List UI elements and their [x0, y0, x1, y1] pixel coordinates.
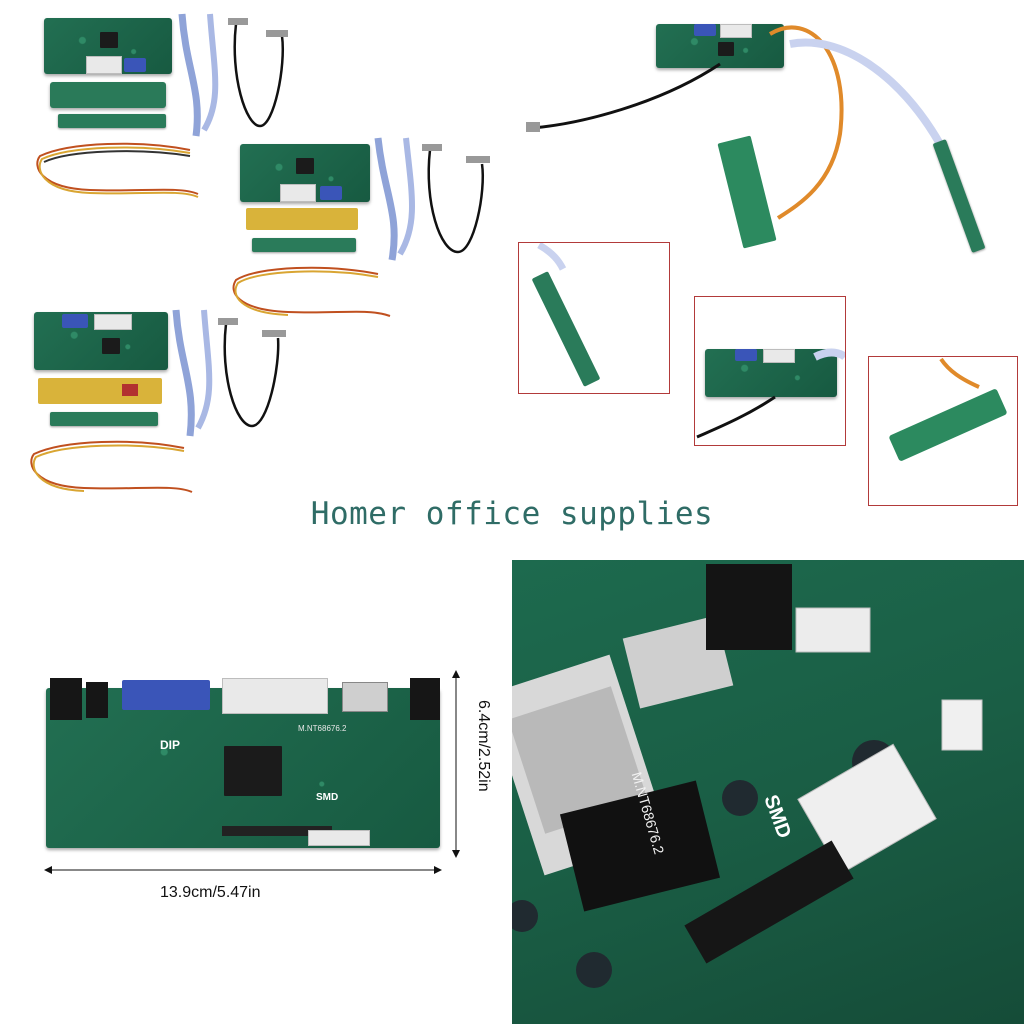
- width-dimension-line: [44, 866, 442, 874]
- main-chip: [296, 158, 314, 174]
- main-chip: [100, 32, 118, 48]
- board-closeup: M.NT68676.2 SMD: [512, 560, 1024, 1024]
- ribbon-cables: [374, 137, 415, 261]
- dvi-port: [222, 678, 328, 714]
- vga-port: [735, 349, 757, 361]
- keypad-board: [50, 412, 158, 426]
- power-cable: [36, 142, 199, 198]
- keypad-board: [252, 238, 356, 252]
- inverter-board: [246, 208, 358, 230]
- controller-board: [240, 144, 370, 202]
- vga-port: [62, 314, 88, 328]
- vga-port: [122, 680, 210, 710]
- dvi-port: [280, 184, 316, 202]
- main-chip: [224, 746, 282, 796]
- height-label: 6.4cm/2.52in: [475, 700, 492, 792]
- controller-board: DIP M.NT68676.2 SMD: [46, 678, 440, 848]
- audio-jack: [50, 678, 82, 720]
- smd-label: SMD: [316, 792, 339, 803]
- controller-board: [34, 312, 168, 370]
- inverter-board: [50, 82, 166, 108]
- detail-inverter: [868, 356, 1018, 506]
- dvi-port: [720, 24, 752, 38]
- ribbon-cables: [178, 13, 219, 137]
- power-jack: [410, 678, 440, 720]
- cables: [526, 25, 944, 220]
- dvi-port: [86, 56, 122, 74]
- lvds-cable: [228, 18, 288, 128]
- lvds-cable: [218, 318, 286, 428]
- detail-controller: [694, 296, 846, 446]
- vga-port: [320, 186, 342, 200]
- dip-label: DIP: [160, 738, 181, 752]
- vga-port: [124, 58, 146, 72]
- hdmi-port: [342, 682, 388, 712]
- detail-keypad: [518, 242, 670, 394]
- lvds-cable: [422, 144, 490, 254]
- audio-jack: [86, 682, 108, 718]
- main-chip: [102, 338, 120, 354]
- dvi-port: [94, 314, 132, 330]
- lvds-connector: [308, 830, 370, 846]
- controller-board: [705, 349, 837, 397]
- watermark-text: Homer office supplies: [310, 496, 714, 532]
- controller-board: [44, 18, 172, 74]
- inverter-board: [38, 378, 162, 404]
- dvi-port: [763, 349, 795, 363]
- width-label: 13.9cm/5.47in: [160, 884, 261, 901]
- height-dimension-line: [452, 670, 460, 858]
- power-cable: [30, 440, 193, 493]
- power-cable: [232, 266, 391, 317]
- keypad-board: [58, 114, 166, 128]
- vga-port: [694, 24, 716, 36]
- controller-board: [656, 24, 784, 68]
- main-chip: [718, 42, 734, 56]
- ribbon-cables: [172, 309, 213, 437]
- model-label: M.NT68676.2: [298, 724, 347, 733]
- pin-header: [222, 826, 332, 836]
